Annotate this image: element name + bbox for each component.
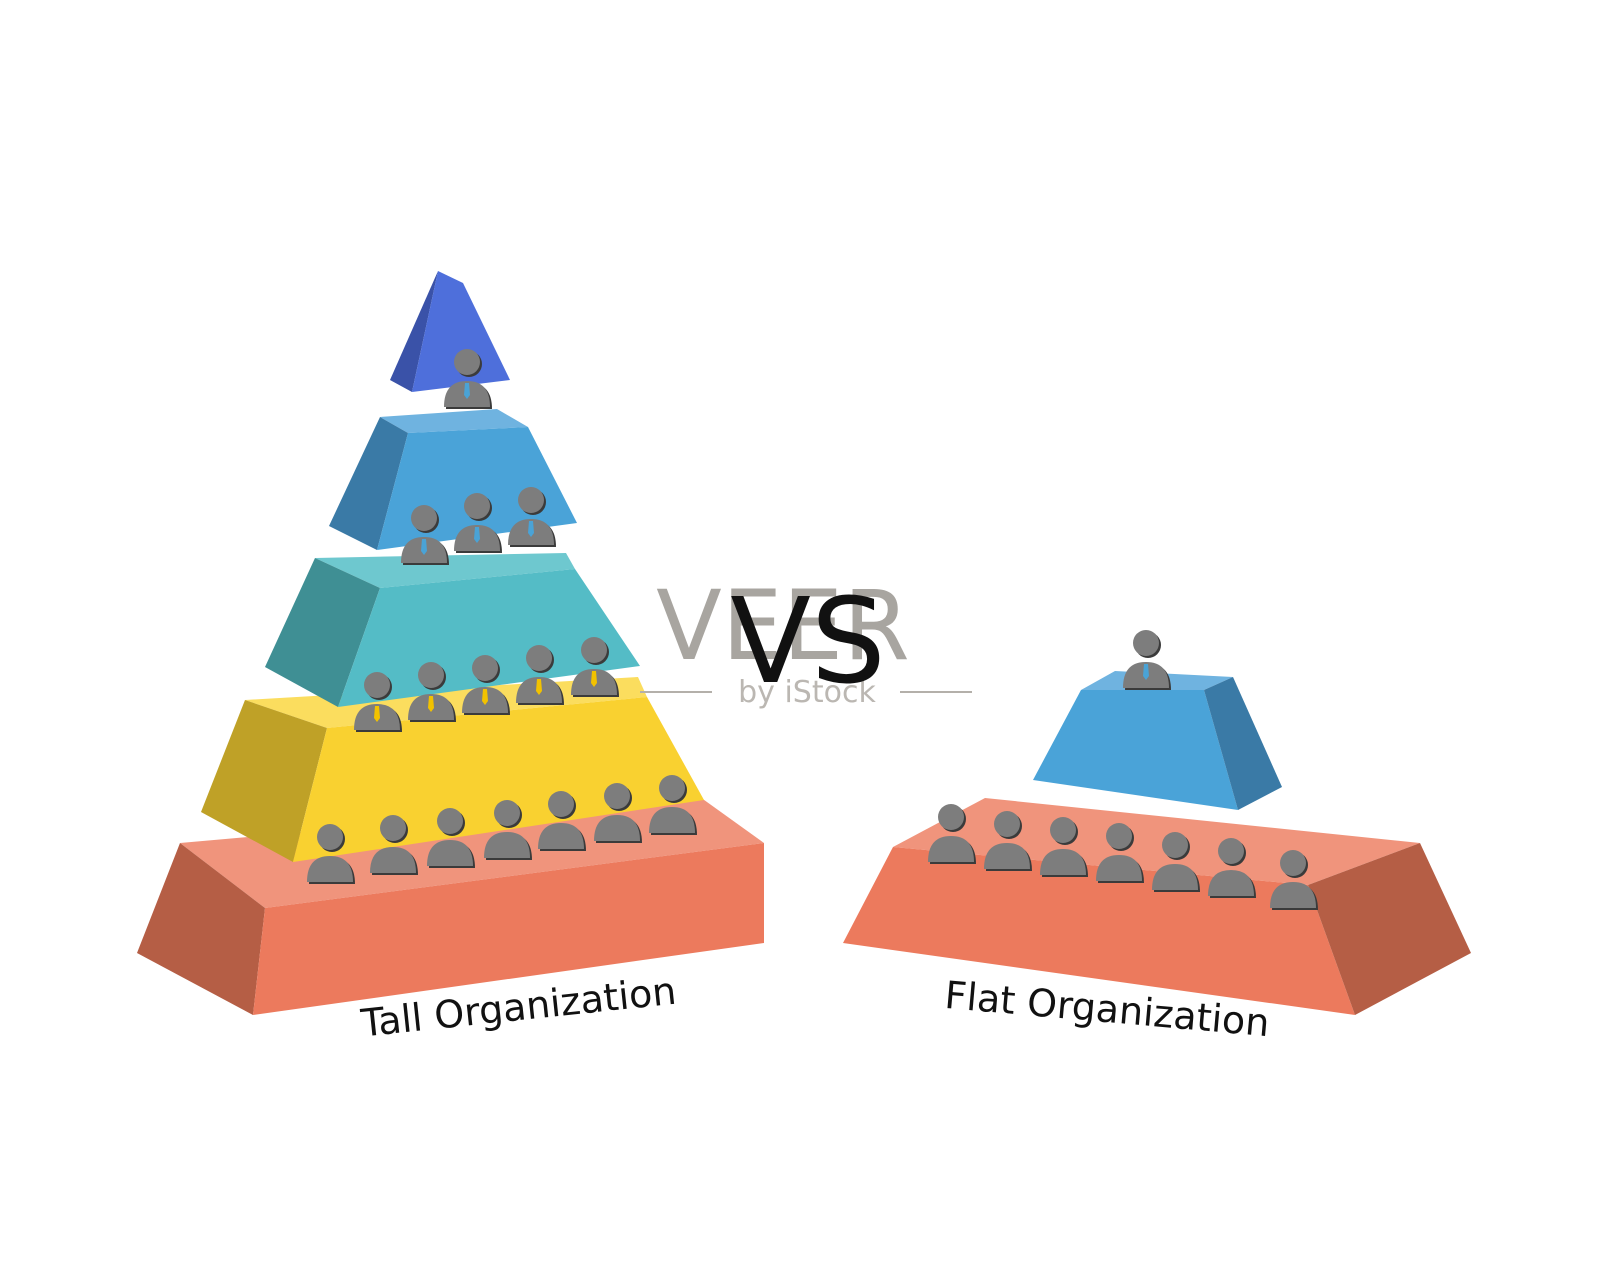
watermark: VEER by iStock xyxy=(640,570,972,710)
person-icon xyxy=(1040,817,1088,877)
tall-tier-blue-top xyxy=(380,409,528,433)
flat-tier-top-right xyxy=(1204,677,1282,810)
person-icon xyxy=(594,783,642,843)
tall-apex-left xyxy=(390,271,438,392)
person-icon xyxy=(1208,838,1256,898)
flat-tier-top xyxy=(1033,671,1282,810)
tall-tier-teal-top xyxy=(315,553,575,588)
watermark-sub: by iStock xyxy=(738,675,876,710)
tall-tier-apex xyxy=(390,271,510,392)
person-icon xyxy=(1123,630,1171,690)
tall-apex-front xyxy=(412,271,510,392)
tall-people-level-1 xyxy=(444,349,492,409)
person-icon xyxy=(508,487,556,547)
person-icon xyxy=(484,800,532,860)
person-icon xyxy=(1152,832,1200,892)
person-icon xyxy=(571,637,619,697)
person-icon xyxy=(408,662,456,722)
person-icon xyxy=(1270,850,1318,910)
person-icon xyxy=(370,815,418,875)
tall-people-level-4 xyxy=(307,775,697,884)
person-icon xyxy=(444,349,492,409)
tall-tier-yellow-left xyxy=(201,700,327,862)
tall-people-level-2 xyxy=(401,487,556,565)
tall-people-level-3 xyxy=(354,637,619,732)
person-icon xyxy=(307,824,355,884)
tall-tier-bottom-left xyxy=(137,843,265,1015)
tall-tier-bottom-front xyxy=(253,843,764,1015)
flat-tier-top-front xyxy=(1033,690,1238,810)
tall-organization-pyramid xyxy=(137,271,764,1015)
person-icon xyxy=(984,811,1032,871)
person-icon xyxy=(928,804,976,864)
vs-text: VS xyxy=(730,572,886,710)
person-icon xyxy=(427,808,475,868)
flat-organization-structure xyxy=(843,630,1471,1015)
person-icon xyxy=(354,672,402,732)
flat-people-team xyxy=(928,804,1318,910)
flat-tier-bottom xyxy=(843,798,1471,1015)
tall-tier-teal-left xyxy=(265,558,380,707)
person-icon xyxy=(1096,823,1144,883)
flat-tier-bottom-right xyxy=(1308,843,1471,1015)
tall-tier-teal-front xyxy=(338,569,640,707)
person-icon xyxy=(462,655,510,715)
watermark-main: VEER xyxy=(656,570,910,682)
tall-tier-blue-left xyxy=(329,417,408,550)
person-icon xyxy=(538,791,586,851)
person-icon xyxy=(516,645,564,705)
person-icon xyxy=(401,505,449,565)
person-icon xyxy=(454,493,502,553)
flat-people-manager xyxy=(1123,630,1171,690)
tall-tier-teal xyxy=(265,553,640,707)
person-icon xyxy=(649,775,697,835)
